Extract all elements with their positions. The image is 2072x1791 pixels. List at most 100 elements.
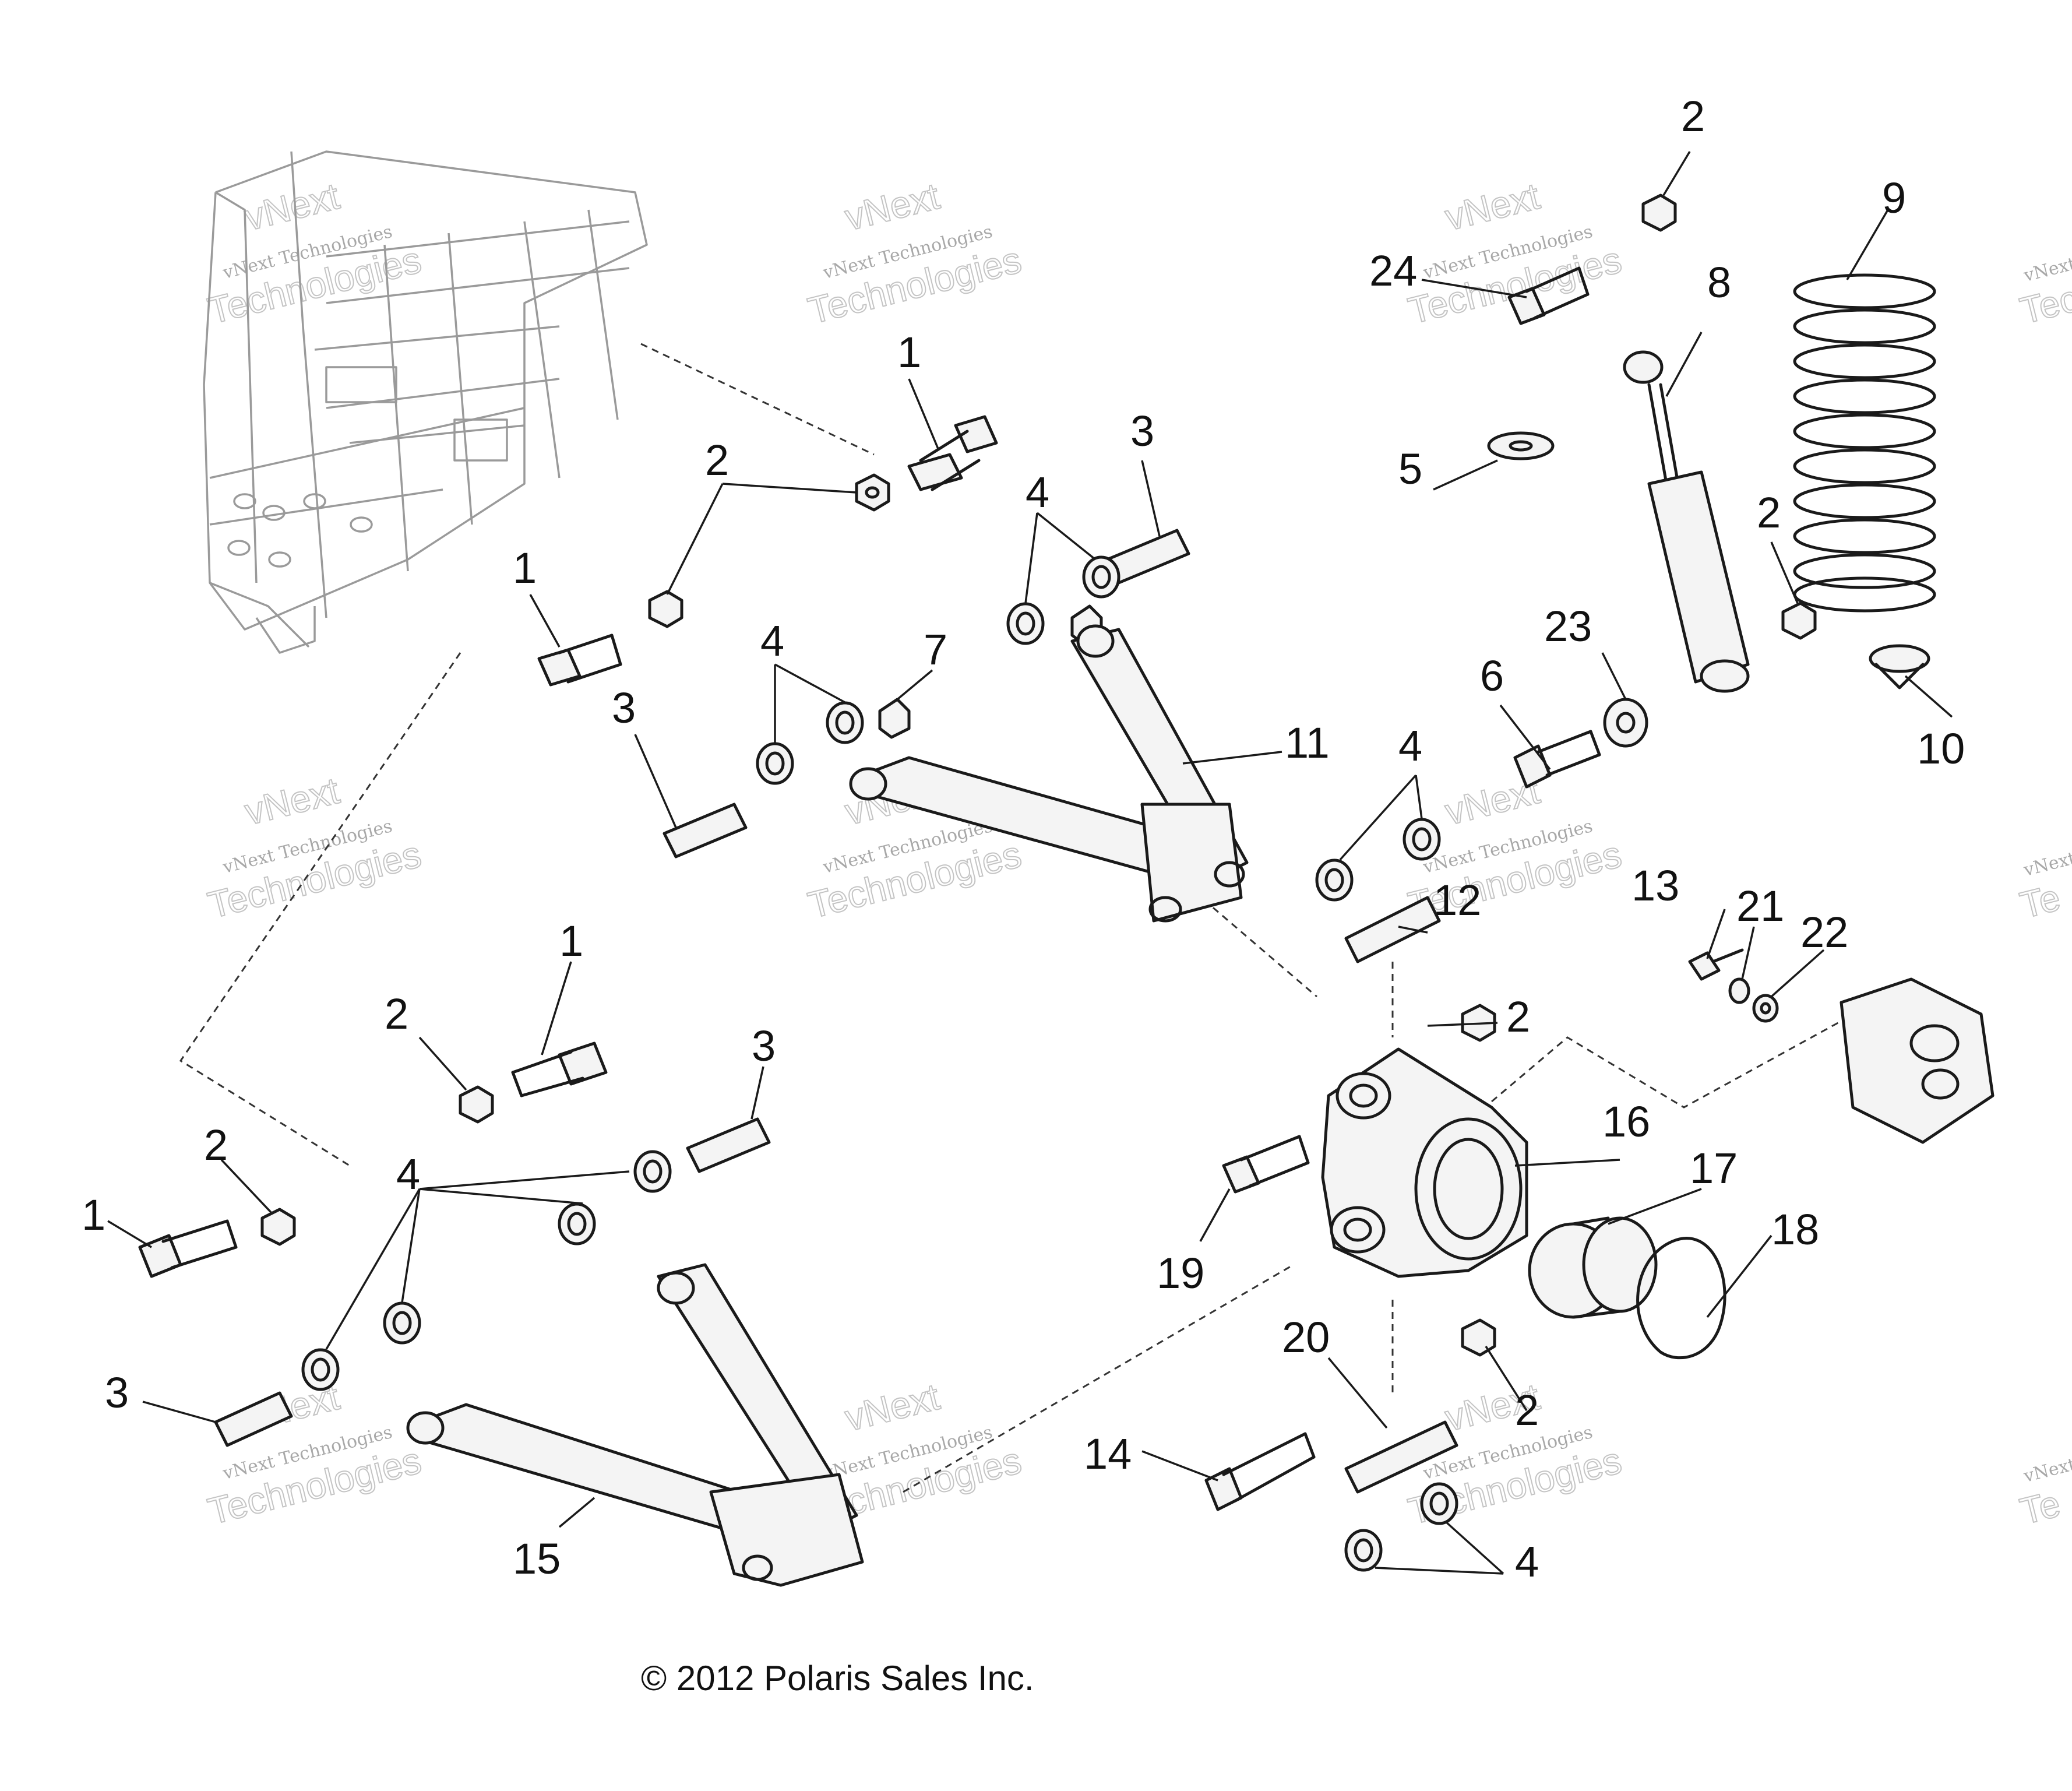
callout-5: 5 [1398,445,1422,493]
bolt-6 [1513,730,1601,789]
knuckle-16 [1321,1047,1528,1278]
callout-2: 2 [385,990,408,1038]
callout-7: 7 [924,625,947,674]
sleeve-3-middle [686,1117,771,1173]
svg-text:Te: Te [2016,1482,2064,1532]
grease-fitting-7 [878,698,911,739]
callout-19: 19 [1157,1249,1204,1297]
callout-24: 24 [1369,247,1417,295]
callout-1: 1 [897,328,921,377]
shock-8 [1623,350,1750,693]
washer-21 [1728,977,1750,1004]
bolt-13 [1688,948,1744,981]
bushing-4-g [633,1150,672,1193]
bolt-1-upper-right [907,415,998,491]
watermark-bottom-left: vNext vNext Technologies Technologies [203,1375,426,1533]
watermark-edge-bottom: vNext T Te [2015,1450,2072,1533]
bushing-4-l [1344,1529,1383,1572]
bushing-4-a [1006,602,1045,645]
bolt-19 [1222,1135,1310,1194]
callout-4: 4 [396,1150,420,1198]
callout-4: 4 [760,617,784,665]
svg-text:vNext: vNext [1441,175,1544,238]
watermark-top-center: vNext vNext Technologies Technologies [804,174,1026,333]
nut-2-top-right [1641,193,1677,232]
nut-2-shock [1781,601,1817,640]
callout-1: 1 [559,917,583,965]
pin-20 [1344,1420,1458,1494]
bolt-1-lower-left [138,1219,238,1278]
callout-18: 18 [1771,1205,1819,1254]
pin-12 [1344,896,1441,963]
svg-text:vNext T: vNext T [2021,844,2072,881]
bolt-1-middle [511,1041,608,1097]
callout-6: 6 [1480,652,1504,700]
callout-labels: 1 2 1 3 4 4 7 3 11 4 12 2 13 21 22 5 6 2… [82,92,1965,1586]
spring-9 [1793,273,1936,613]
bushing-4-d [826,701,864,744]
callout-15: 15 [513,1535,561,1583]
bolt-24 [1507,266,1590,325]
upper-a-arm-11 [849,624,1249,923]
svg-text:vNext: vNext [841,1375,943,1439]
callout-1: 1 [82,1191,105,1239]
watermark-top-right: vNext vNext Technologies Technologies [1404,174,1626,333]
callout-3: 3 [752,1022,776,1070]
callout-4: 4 [1026,468,1049,516]
callout-2: 2 [705,436,729,484]
callout-22: 22 [1800,908,1848,956]
spring-retainer-10 [1869,644,1930,689]
lower-a-arm-15 [406,1263,864,1587]
spacer-23 [1603,698,1648,748]
bushing-4-b [1082,555,1120,599]
bushing-4-f [1403,818,1441,861]
watermark-edge-top: vNext Techn [2015,254,2072,332]
nut-2-upper [855,473,890,512]
callout-14: 14 [1084,1430,1132,1478]
callout-4: 4 [1398,722,1422,770]
callout-3: 3 [105,1368,129,1417]
callout-11: 11 [1285,719,1330,767]
bushing-4-j [301,1348,340,1391]
bushing-4-i [383,1301,421,1345]
callout-2: 2 [1681,92,1705,140]
bushing-4-c [756,742,794,785]
svg-text:vNext: vNext [241,769,343,833]
callout-12: 12 [1433,876,1481,924]
sleeve-3-lower [214,1391,293,1447]
callout-2: 2 [1515,1386,1539,1434]
svg-text:vNext: vNext [841,175,943,238]
bushing-4-e [1315,858,1354,902]
svg-text:vNext: vNext [241,175,343,238]
callout-3: 3 [612,684,636,732]
watermark-mid-left: vNext vNext Technologies Technologies [203,769,426,927]
vehicle-frame [203,150,648,654]
washer-22 [1752,994,1779,1023]
bolt-14 [1204,1432,1316,1511]
nut-2-middle [459,1085,494,1124]
callout-3: 3 [1130,407,1154,455]
svg-text:Te: Te [2016,876,2064,926]
leader-lines [107,151,1953,1575]
snap-ring-18 [1636,1237,1726,1360]
nut-2-knuckle-bottom [1461,1318,1496,1357]
callout-20: 20 [1282,1313,1330,1361]
callout-23: 23 [1544,602,1592,650]
callout-2: 2 [1757,488,1781,537]
nut-2-left [648,590,683,628]
copyright-notice: © 2012 Polaris Sales Inc. [641,1659,1034,1698]
bushing-4-h [558,1202,596,1245]
callout-10: 10 [1917,724,1965,773]
bushing-4-k [1420,1482,1458,1525]
watermark-edge-mid: vNext T Te [2015,844,2072,927]
washer-5 [1487,431,1555,460]
callout-21: 21 [1736,882,1784,930]
bolt-1-upper-left [537,634,622,687]
callout-17: 17 [1690,1144,1738,1192]
svg-text:vNext T: vNext T [2021,1450,2072,1487]
callout-8: 8 [1707,258,1731,307]
callout-4: 4 [1515,1537,1539,1586]
callout-1: 1 [513,544,537,592]
sleeve-3-left [663,803,748,858]
nut-2-lower-left [260,1208,296,1246]
